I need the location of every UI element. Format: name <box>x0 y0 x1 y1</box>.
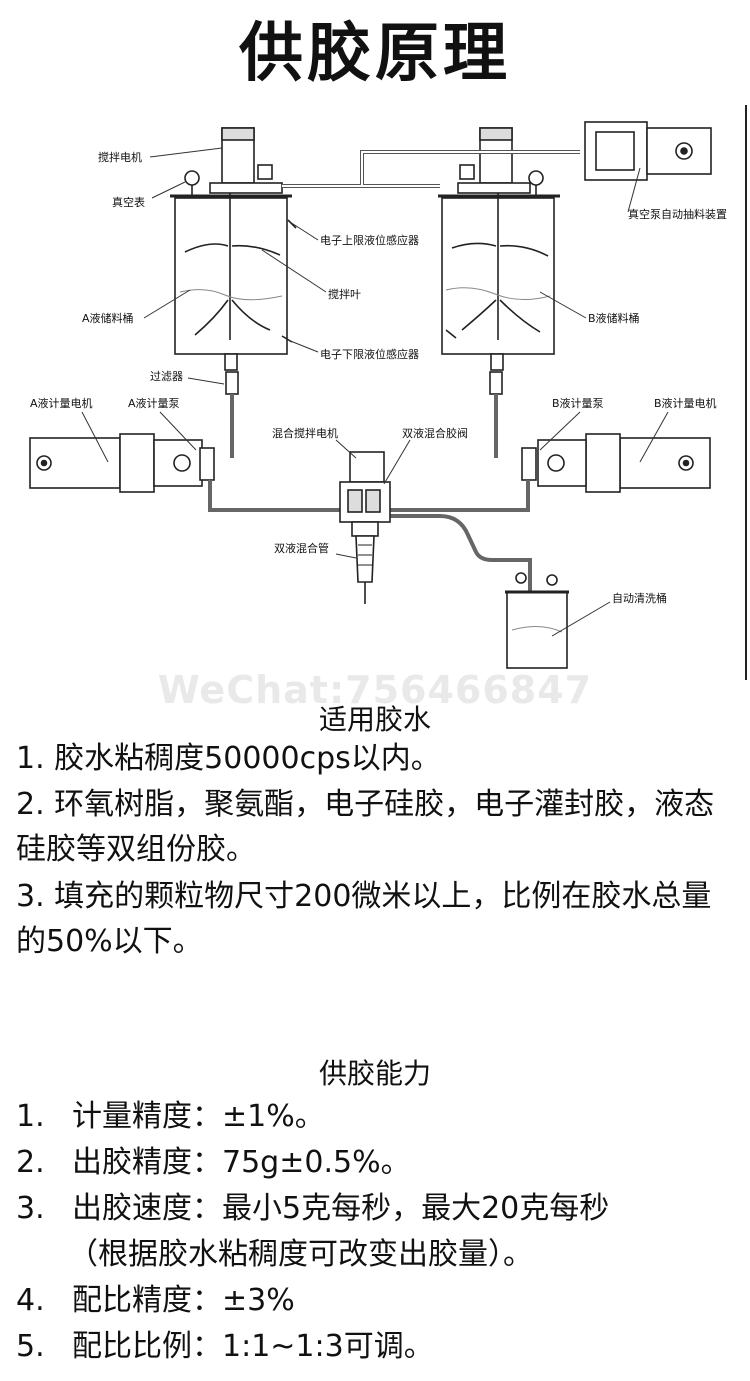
capability-item-continued: （根据胶水粘稠度可改变出胶量）。 <box>68 1237 533 1272</box>
label-upper-sensor: 电子上限液位感应器 <box>320 233 419 247</box>
filters <box>224 353 504 458</box>
label-tank-b: B液储料桶 <box>588 311 640 325</box>
vacuum-pump <box>584 121 712 181</box>
label-meter-motor-a: A液计量电机 <box>30 396 93 410</box>
page-title: 供胶原理 <box>239 17 511 91</box>
applicable-item-1: 1. 胶水粘稠度50000cps以内。 <box>16 741 441 776</box>
label-stir-motor: 搅拌电机 <box>98 150 142 164</box>
capability-item: 5.配比比例：1:1~1:3可调。 <box>16 1329 434 1364</box>
label-stir-blade: 搅拌叶 <box>328 287 361 301</box>
label-vacuum-gauge: 真空表 <box>112 195 145 209</box>
capability-item: 1.计量精度：±1%。 <box>16 1099 325 1134</box>
capability-list: 1.计量精度：±1%。 2.出胶精度：75g±0.5%。 3.出胶速度：最小5克… <box>16 1094 736 1370</box>
capability-item: 4.配比精度：±3% <box>16 1283 295 1318</box>
applicable-item-3: 3. 填充的颗粒物尺寸200微米以上，比例在胶水总量的50%以下。 <box>16 879 712 959</box>
label-filter: 过滤器 <box>150 370 183 383</box>
capability-heading: 供胶能力 <box>318 1057 431 1090</box>
capability-item: 3.出胶速度：最小5克每秒，最大20克每秒 <box>16 1191 610 1226</box>
label-meter-pump-a: A液计量泵 <box>128 396 180 410</box>
label-mix-valve: 双液混合胶阀 <box>402 426 468 440</box>
label-meter-pump-b: B液计量泵 <box>552 396 604 410</box>
applicable-item-2: 2. 环氧树脂，聚氨酯，电子硅胶，电子灌封胶，液态硅胶等双组份胶。 <box>16 787 715 867</box>
applicable-heading: 适用胶水 <box>318 703 431 736</box>
metering-unit-b <box>521 433 711 493</box>
metering-unit-a <box>29 433 215 493</box>
glue-supply-diagram: 搅拌电机 真空表 电子上限液位感应器 搅拌叶 电子下限液位感应器 A液储料桶 B… <box>29 105 747 680</box>
label-cleaning-tank: 自动清洗桶 <box>612 591 667 605</box>
label-mix-tube: 双液混合管 <box>274 541 329 555</box>
cleaning-tank <box>505 572 569 669</box>
mixing-valve <box>339 451 391 604</box>
label-mix-motor: 混合搅拌电机 <box>272 426 338 440</box>
label-meter-motor-b: B液计量电机 <box>654 396 717 410</box>
watermark: WeChat:756466847 <box>157 668 593 712</box>
label-vacuum-pump: 真空泵自动抽料装置 <box>628 207 727 221</box>
tank-a <box>170 127 297 355</box>
label-lower-sensor: 电子下限液位感应器 <box>320 347 419 361</box>
label-tank-a: A液储料桶 <box>82 311 134 325</box>
tank-b <box>438 127 560 355</box>
capability-item: 2.出胶精度：75g±0.5%。 <box>16 1145 411 1180</box>
